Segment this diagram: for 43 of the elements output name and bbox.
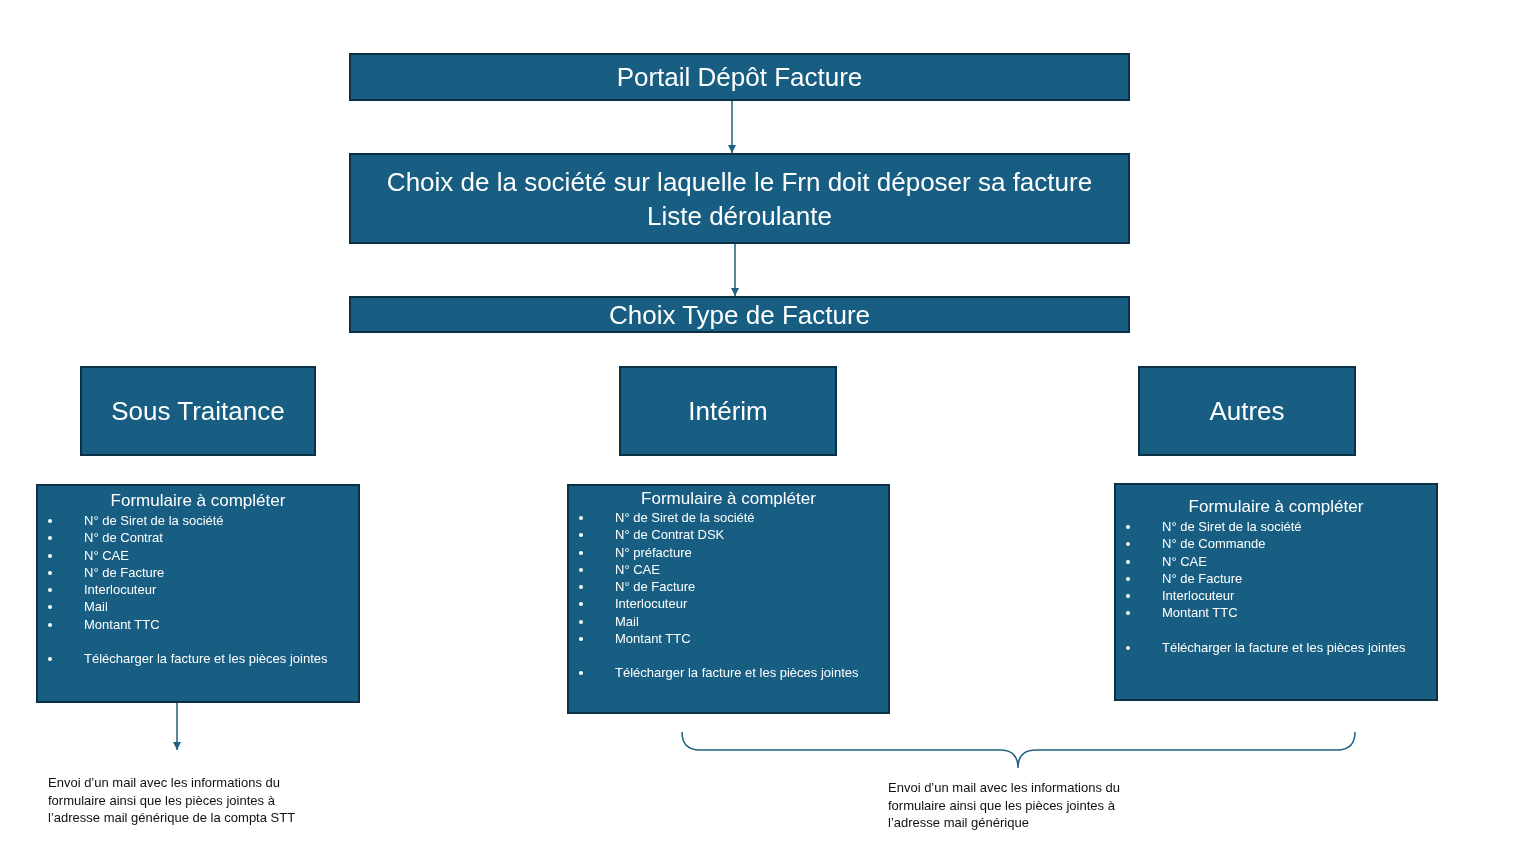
list-item: N° de Siret de la société	[1162, 518, 1302, 536]
list-item: Mail	[84, 598, 108, 616]
note-text: Envoi d’un mail avec les informations du formulaire ainsi que les pièces jointes à l’adresse mail générique	[888, 779, 1121, 832]
list-item: Interlocuteur	[615, 595, 688, 613]
list-item: N° de Contrat DSK	[615, 526, 725, 544]
list-item: N° de Siret de la société	[84, 512, 224, 530]
list-item: N° de Commande	[1162, 535, 1266, 553]
list-item: N° de Facture	[1162, 569, 1243, 588]
arrow	[173, 702, 181, 751]
note-text: Envoi d’un mail avec les informations du formulaire ainsi que les pièces jointes à l’adresse mail générique de la compta STT	[48, 774, 323, 827]
list-item: Mail	[615, 612, 639, 631]
list-item: Montant TTC	[1162, 604, 1238, 622]
list-item: Montant TTC	[84, 615, 160, 634]
category-box: Intérim	[619, 366, 837, 456]
box-text: Liste déroulante	[647, 199, 832, 233]
list-item: N° CAE	[84, 546, 129, 564]
list-item: Télécharger la facture et les pièces jointes	[615, 664, 859, 682]
list-item: Télécharger la facture et les pièces jointes	[1162, 638, 1406, 657]
list-item: N° de Facture	[615, 578, 696, 596]
process-box: Choix Type de Facture	[349, 296, 1130, 333]
arrow	[731, 243, 739, 297]
form-box	[1114, 483, 1438, 701]
arrow	[728, 100, 736, 154]
form-heading: Formulaire à compléter	[640, 489, 817, 509]
form-box	[36, 484, 360, 703]
list-item: Télécharger la facture et les pièces jointes	[84, 650, 328, 668]
form-heading: Formulaire à compléter	[1187, 497, 1365, 517]
box-text: Choix de la société sur laquelle le Frn doit déposer sa facture	[386, 165, 1093, 199]
process-box: Portail Dépôt Facture	[349, 53, 1130, 101]
list-item: N° de Facture	[84, 563, 165, 582]
category-box: Sous Traitance	[80, 366, 316, 456]
list-item: N° préfacture	[615, 543, 692, 561]
list-item: N° de Contrat	[84, 529, 163, 547]
list-item: Interlocuteur	[1162, 587, 1235, 605]
category-box: Autres	[1138, 366, 1356, 456]
form-box	[567, 484, 890, 714]
list-item: N° de Siret de la société	[615, 509, 755, 527]
list-item: Interlocuteur	[84, 581, 157, 599]
process-box	[349, 153, 1130, 244]
list-item: N° CAE	[1162, 552, 1207, 570]
list-item: N° CAE	[615, 560, 660, 579]
list-item: Montant TTC	[615, 630, 691, 648]
form-heading: Formulaire à compléter	[109, 491, 287, 511]
